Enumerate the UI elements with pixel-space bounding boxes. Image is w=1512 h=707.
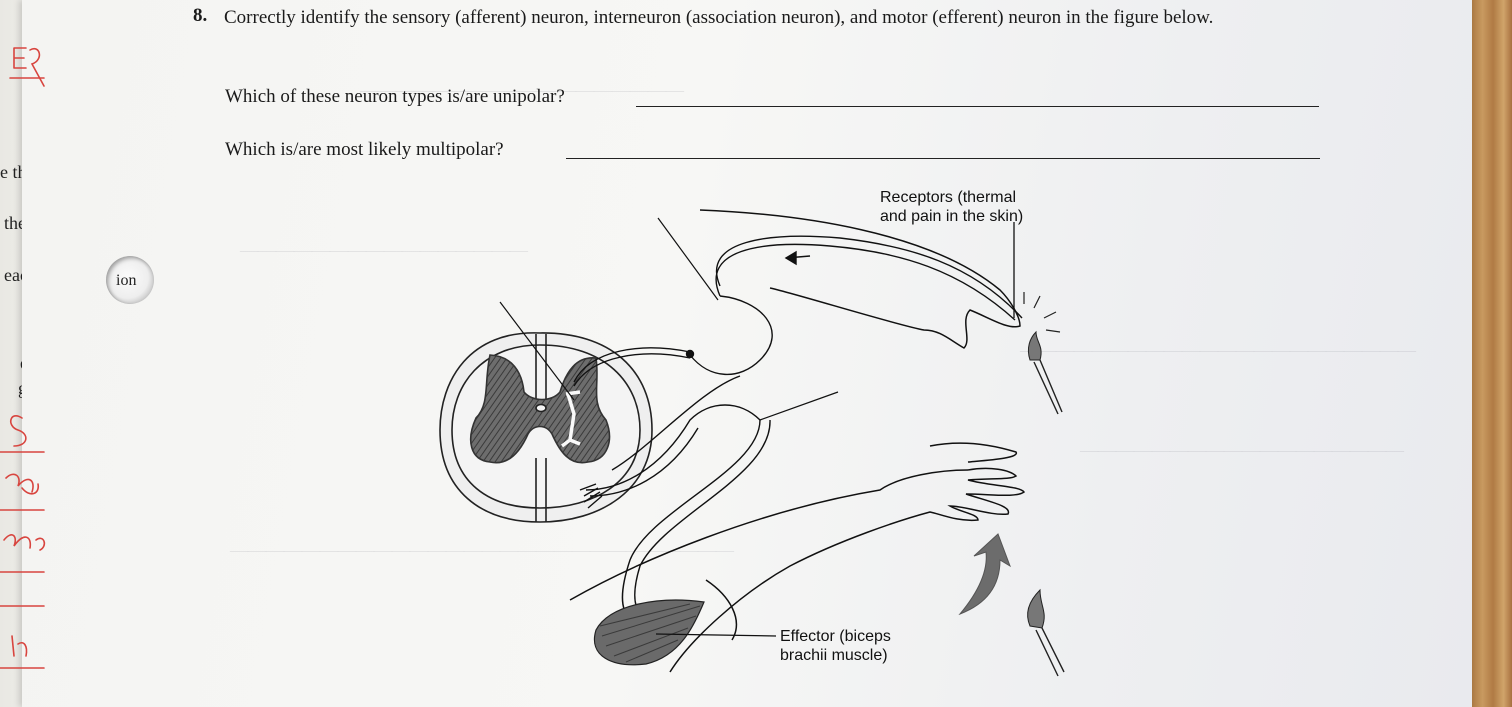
arm-outline: [569, 209, 1026, 673]
unipolar-question: Which of these neuron types is/are unipo…: [225, 86, 565, 107]
sensory-neuron: [573, 235, 1023, 387]
punch-hole: ion: [106, 256, 154, 304]
multipolar-answer-line[interactable]: [566, 158, 1320, 159]
worksheet-page: [22, 0, 1472, 707]
interneuron: [560, 390, 581, 448]
effector-pointer-line: [655, 633, 777, 637]
spinal-cord-section: [439, 332, 653, 523]
flame-stimulus-icon: [1023, 292, 1063, 415]
multipolar-question: Which is/are most likely multipolar?: [225, 139, 504, 160]
receptors-label-line: Receptors (thermal: [880, 189, 1017, 206]
bleed-through: ——————————————————————: [1020, 340, 1416, 360]
punch-hole-text: ion: [116, 272, 137, 289]
receptors-label: Receptors (thermal and pain in the skin): [880, 188, 1023, 226]
withdrawal-arrow-icon: [958, 533, 1011, 616]
motor-neuron: [579, 375, 771, 619]
bleed-through: ——————————————————: [1080, 440, 1404, 460]
bleed-through: ————————————————: [240, 240, 528, 260]
handwritten-red-marks: [0, 47, 46, 669]
question-number: 8.: [193, 5, 208, 26]
desk-surface: [1470, 0, 1512, 707]
unipolar-answer-line[interactable]: [636, 106, 1319, 107]
question-text: Correctly identify the sensory (afferent…: [224, 7, 1214, 28]
effector-label-line: Effector (biceps: [780, 628, 891, 645]
effector-label-line: brachii muscle): [780, 647, 888, 664]
effector-label: Effector (biceps brachii muscle): [780, 627, 891, 665]
biceps-muscle: [593, 599, 705, 666]
flame-stimulus-icon: [1027, 588, 1065, 677]
receptors-label-line: and pain in the skin): [880, 208, 1024, 225]
bleed-through: ————————————————————————————: [230, 540, 734, 560]
bleed-through: ——————————————————: [360, 80, 684, 100]
